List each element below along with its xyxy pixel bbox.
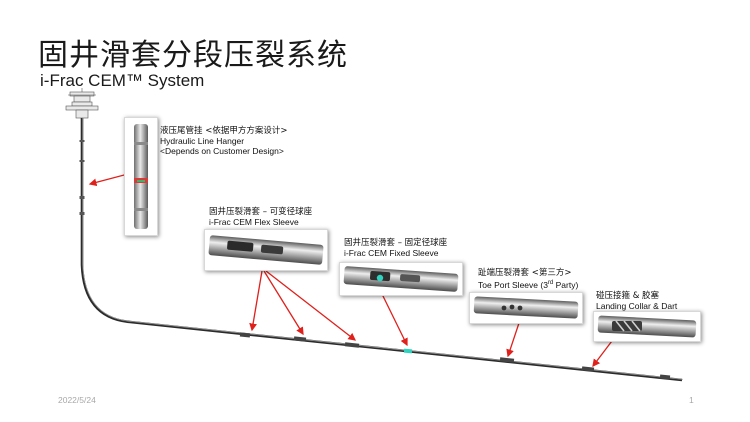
fixed-sleeve-label: 固井压裂滑套 – 固定径球座 i-Frac CEM Fixed Sleeve	[344, 238, 448, 258]
toe-sleeve-label: 趾端压裂滑套 <第三方> Toe Port Sleeve (3rd Party)	[478, 268, 579, 290]
callout-arrows	[88, 173, 619, 368]
flex-sleeve-image	[204, 229, 328, 271]
flex-sleeve-label: 固井压裂滑套 – 可变径球座 i-Frac CEM Flex Sleeve	[209, 207, 313, 227]
slide-subtitle: i-Frac CEM™ System	[40, 71, 205, 90]
landing-collar-image	[593, 311, 701, 342]
fixed-sleeve-image	[339, 262, 463, 296]
sleeve-marks	[239, 332, 671, 380]
slide-title: 固井滑套分段压裂系统	[38, 38, 348, 73]
toe-sleeve-image	[469, 292, 583, 324]
liner-hanger-image	[124, 117, 158, 236]
wellhead-icon	[65, 88, 99, 119]
slide-date: 2022/5/24	[58, 395, 96, 405]
liner-hanger-label: 液压尾管挂 <依据甲方方案设计> Hydraulic Line Hanger <…	[160, 126, 288, 156]
slide-page-number: 1	[689, 395, 694, 405]
wellbore-pipe	[80, 118, 683, 382]
landing-collar-label: 碰压接箍 & 胶塞 Landing Collar & Dart	[596, 291, 678, 311]
